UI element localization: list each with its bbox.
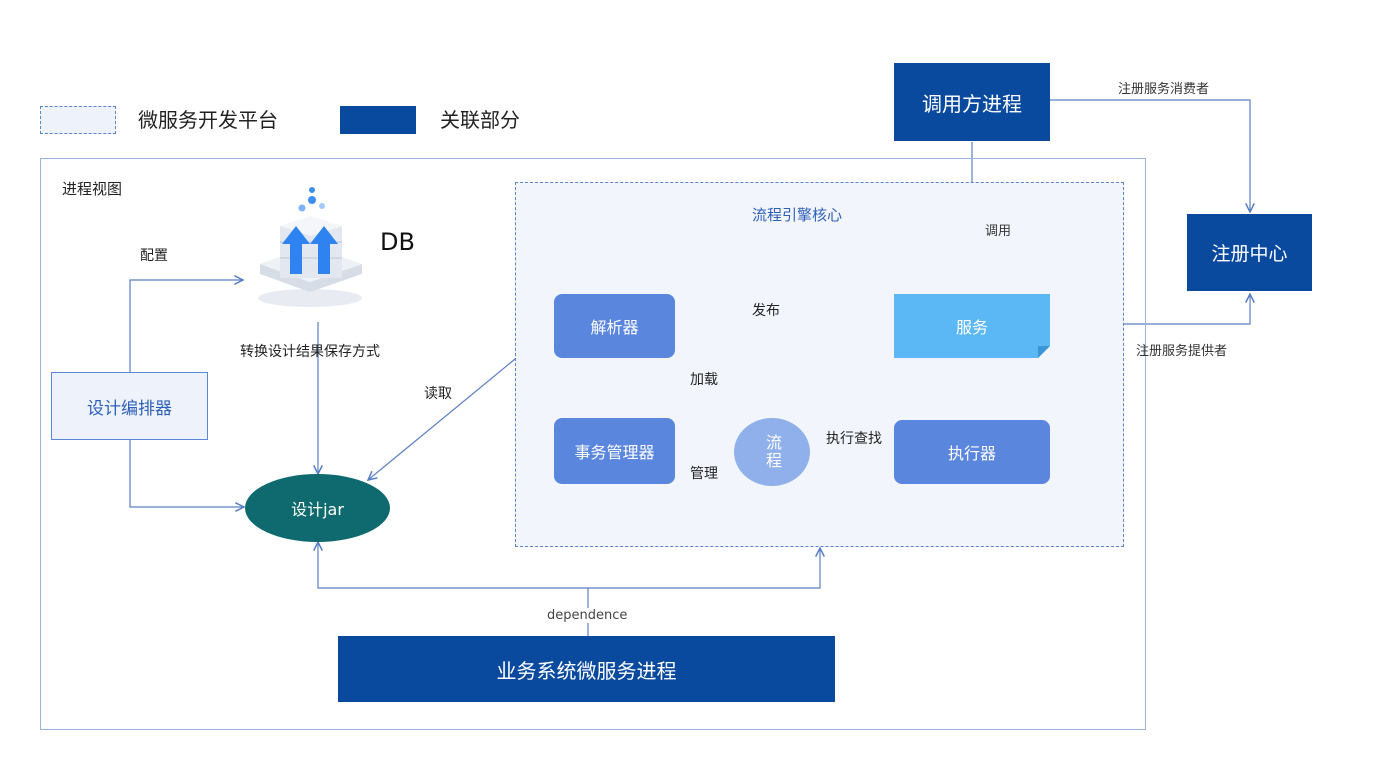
executor-node[interactable]: 执行器 xyxy=(894,420,1050,484)
business-process-node[interactable]: 业务系统微服务进程 xyxy=(338,636,835,702)
label-register-provider: 注册服务提供者 xyxy=(1136,344,1228,359)
label-publish: 发布 xyxy=(752,303,780,319)
label-invoke: 调用 xyxy=(985,224,1012,239)
flow-node[interactable]: 流程 xyxy=(734,418,810,486)
label-dependence: dependence xyxy=(544,608,631,623)
registry-node[interactable]: 注册中心 xyxy=(1187,214,1312,291)
label-load: 加载 xyxy=(690,372,718,388)
parser-node[interactable]: 解析器 xyxy=(554,294,675,358)
caller-process-node[interactable]: 调用方进程 xyxy=(894,63,1050,141)
label-manage: 管理 xyxy=(690,466,718,482)
process-view-container xyxy=(40,158,1146,730)
process-view-title: 进程视图 xyxy=(62,180,123,198)
legend-platform-swatch xyxy=(40,106,116,134)
engine-core-container xyxy=(515,182,1124,547)
engine-core-title: 流程引擎核心 xyxy=(752,206,843,224)
label-convert-storage: 转换设计结果保存方式 xyxy=(240,344,380,360)
legend-linked-swatch xyxy=(340,106,416,134)
db-label: DB xyxy=(380,228,415,256)
db-icon xyxy=(252,186,382,311)
service-node[interactable]: 服务 xyxy=(894,294,1050,358)
design-editor-node[interactable]: 设计编排器 xyxy=(51,372,208,440)
label-execute-lookup: 执行查找 xyxy=(826,431,882,447)
legend-platform-label: 微服务开发平台 xyxy=(138,108,278,132)
transaction-manager-node[interactable]: 事务管理器 xyxy=(554,418,675,484)
label-register-consumer: 注册服务消费者 xyxy=(1118,82,1210,97)
legend-linked-label: 关联部分 xyxy=(440,108,520,132)
design-jar-node[interactable]: 设计jar xyxy=(245,474,390,542)
label-read: 读取 xyxy=(424,386,452,402)
service-shape xyxy=(894,294,1050,358)
label-configure: 配置 xyxy=(140,248,168,264)
service-label: 服务 xyxy=(955,318,988,337)
